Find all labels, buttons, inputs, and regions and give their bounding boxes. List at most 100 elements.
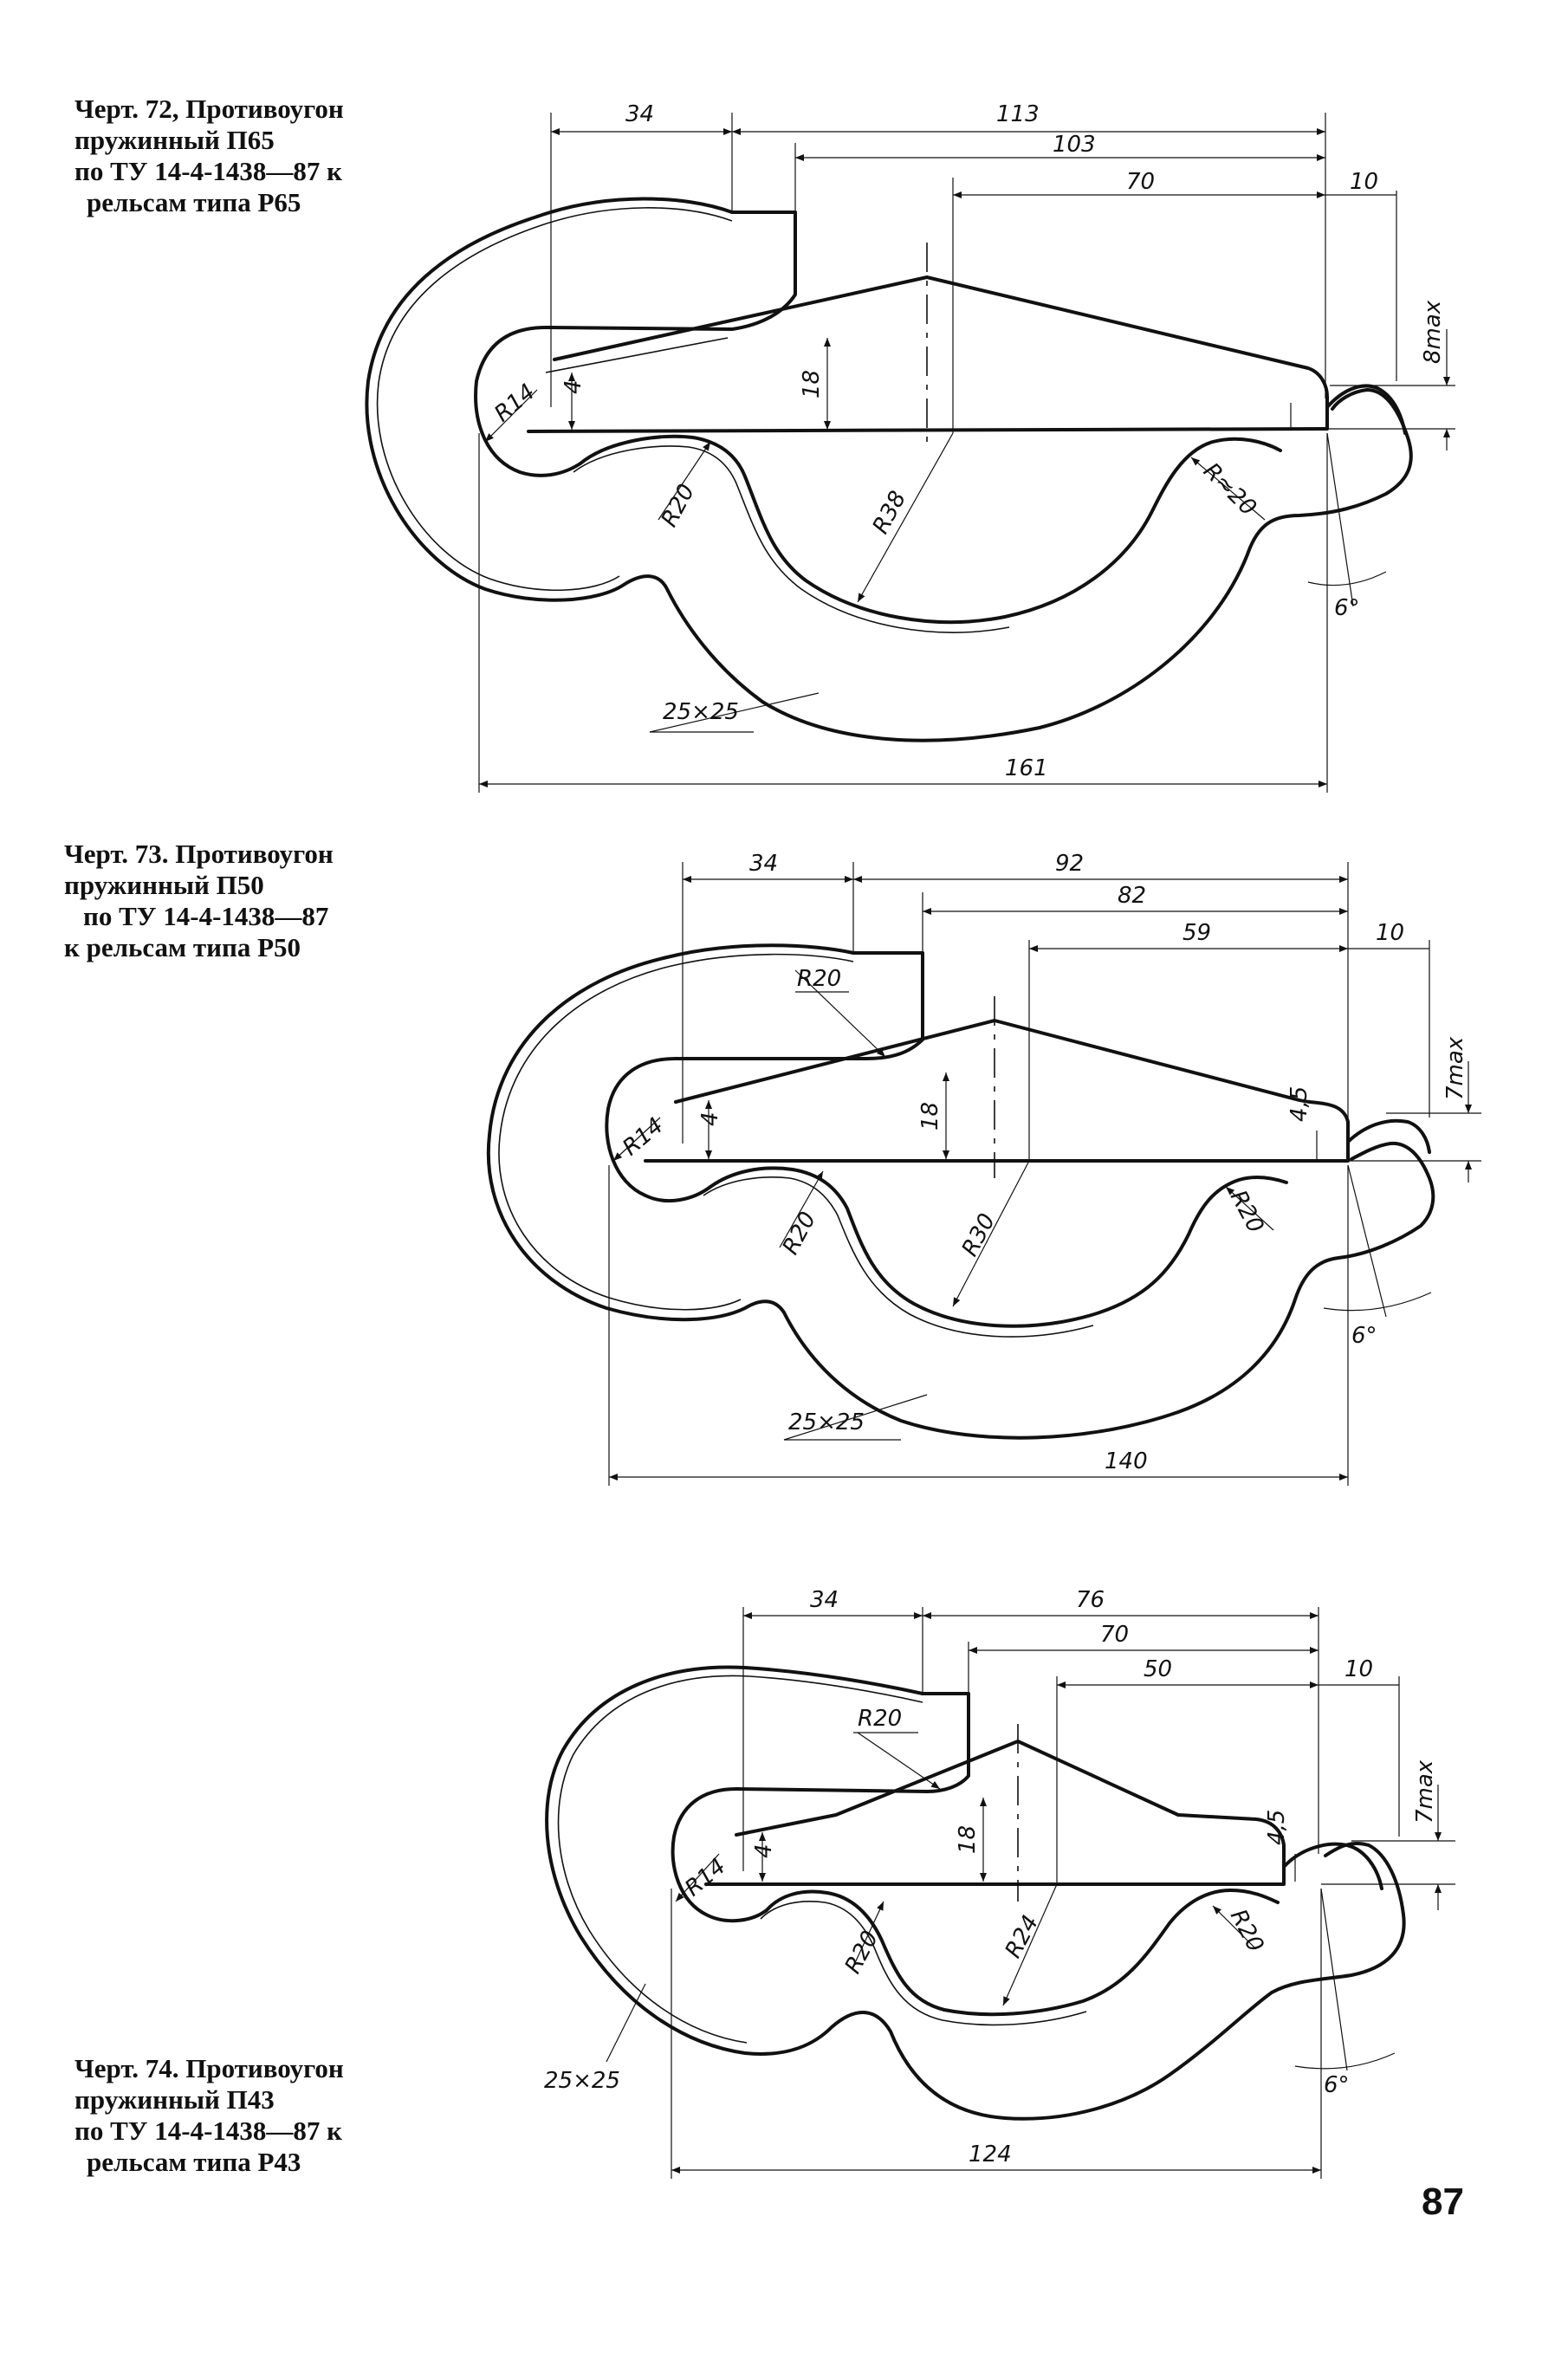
spring-neck: [671, 1692, 970, 1923]
dim-70: 70: [1100, 1622, 1129, 1648]
spring-tip: [1282, 1842, 1383, 1890]
dim-59: 59: [1182, 920, 1211, 946]
dim-103: 103: [1053, 132, 1096, 158]
leader-section: [649, 692, 820, 733]
dim-8max: 8max: [1420, 300, 1446, 364]
dim-7max: 7max: [1412, 1759, 1438, 1824]
caption-line: Черт. 74. Противоугон: [75, 2053, 344, 2083]
dim-total: 161: [1005, 755, 1048, 781]
dim-4: 4: [560, 379, 586, 394]
spring-inner-loop: [579, 434, 1282, 625]
spring-bar-inner: [545, 337, 729, 373]
dim-50: 50: [1144, 1656, 1172, 1682]
caption-line: пружинный П43: [75, 2084, 275, 2115]
spring-bar: [527, 275, 1329, 433]
spring-inner-loop-2: [703, 1176, 1094, 1338]
dim-r20top: R20: [797, 966, 841, 992]
spring-inner-loop-2: [573, 445, 1010, 633]
dim-18: 18: [955, 1825, 981, 1854]
caption-line: Черт. 72, Противоугон: [75, 94, 344, 124]
leader-section: [783, 1394, 928, 1441]
dim-r20b: R20: [1225, 1905, 1269, 1956]
caption-line: по ТУ 14-4-1438—87: [83, 901, 329, 931]
dim-34: 34: [749, 851, 778, 877]
dim-34: 34: [625, 101, 654, 127]
spring-bar: [644, 1019, 1350, 1163]
angle-arc: [1307, 571, 1387, 586]
angle-line: [1326, 432, 1354, 607]
dim-line-r20a: [852, 1901, 884, 1967]
caption-line: к рельсам типа Р50: [64, 932, 301, 962]
spring-inner-loop: [765, 1889, 1280, 2017]
dim-r24: R24: [1001, 1911, 1045, 1962]
spring-outline-outer: [545, 1665, 1406, 2121]
dim-section: 25×25: [544, 2068, 620, 2094]
figure-73: 34 92 82 59 10 7max R20 4 18 4,5 R14 R20…: [486, 851, 1481, 1486]
dim-113: 113: [996, 101, 1040, 127]
caption-line: Черт. 73. Противоугон: [64, 839, 334, 869]
caption-line: по ТУ 14-4-1438—87 к: [75, 2116, 343, 2146]
dim-r20b: R20: [1225, 1186, 1269, 1237]
spring-outline-outer-2: [376, 207, 733, 592]
dim-r30: R30: [957, 1209, 1001, 1260]
dim-45: 4,5: [1286, 1086, 1312, 1122]
caption-line: пружинный П50: [64, 870, 264, 900]
spring-inner-loop: [709, 1166, 1288, 1328]
dim-10: 10: [1376, 920, 1404, 946]
dim-line-r20: [658, 441, 711, 521]
dim-r20b: R≈20: [1198, 458, 1261, 522]
spring-outline-outer-2: [557, 1675, 923, 2044]
dim-angle: 6°: [1324, 2072, 1350, 2098]
dim-34: 34: [810, 1587, 839, 1613]
dim-82: 82: [1118, 883, 1146, 909]
caption-line: рельсам типа Р43: [87, 2147, 301, 2177]
angle-arc: [1294, 2052, 1396, 2070]
dim-line-r38: [857, 432, 954, 603]
dim-4: 4: [751, 1843, 777, 1858]
dim-line-r14: [675, 1853, 720, 1902]
dim-r38: R38: [868, 487, 912, 538]
page-number: 87: [1422, 2180, 1464, 2223]
dim-line-r20top: [857, 1732, 941, 1790]
dim-angle: 6°: [1351, 1323, 1377, 1349]
dim-18: 18: [917, 1102, 943, 1131]
spring-outline-outer: [365, 197, 1413, 742]
caption-line: по ТУ 14-4-1438—87 к: [75, 156, 343, 186]
dim-r14: R14: [680, 1853, 730, 1902]
figure-74: 34 76 70 50 10 7max R20 4 18 4,5 R14 R20…: [544, 1587, 1455, 2179]
caption-fig73: Черт. 73. Противоугон пружинный П50 по Т…: [64, 839, 334, 963]
dim-section: 25×25: [788, 1409, 865, 1435]
spring-outline-outer: [486, 943, 1435, 1440]
dim-line-r20b: [1212, 1905, 1257, 1950]
dim-line-r14: [612, 1117, 661, 1162]
spring-tip: [1325, 384, 1407, 435]
angle-line: [1347, 1164, 1387, 1318]
dim-line-r20a: [779, 1170, 824, 1248]
dim-10: 10: [1344, 1656, 1373, 1682]
dim-section: 25×25: [663, 699, 739, 725]
dim-45: 4,5: [1264, 1810, 1290, 1845]
angle-arc: [1323, 1292, 1432, 1312]
dim-line-r20top: [794, 969, 886, 1058]
spring-neck: [605, 951, 924, 1202]
dim-line-r14: [484, 389, 538, 443]
dim-angle: 6°: [1334, 595, 1360, 621]
leader-section: [606, 1983, 646, 2063]
dim-r20a: R20: [778, 1208, 822, 1259]
spring-bar: [704, 1740, 1286, 1886]
caption-line: пружинный П65: [75, 125, 275, 155]
dim-7max: 7max: [1442, 1036, 1468, 1100]
dim-line-r20b: [1190, 457, 1266, 521]
dim-4: 4: [697, 1111, 723, 1126]
dim-line-r30: [952, 1160, 1030, 1307]
dim-line-r24: [1002, 1883, 1058, 2006]
dim-r20top: R20: [858, 1706, 902, 1732]
caption-fig74: Черт. 74. Противоугон пружинный П43 по Т…: [75, 2053, 344, 2178]
dim-r14: R14: [618, 1112, 668, 1161]
dim-18: 18: [799, 370, 825, 398]
caption-fig72: Черт. 72, Противоугон пружинный П65 по Т…: [75, 94, 344, 218]
dim-line-r20b: [1225, 1186, 1274, 1231]
dim-70: 70: [1126, 169, 1155, 195]
dim-total: 124: [969, 2141, 1012, 2167]
